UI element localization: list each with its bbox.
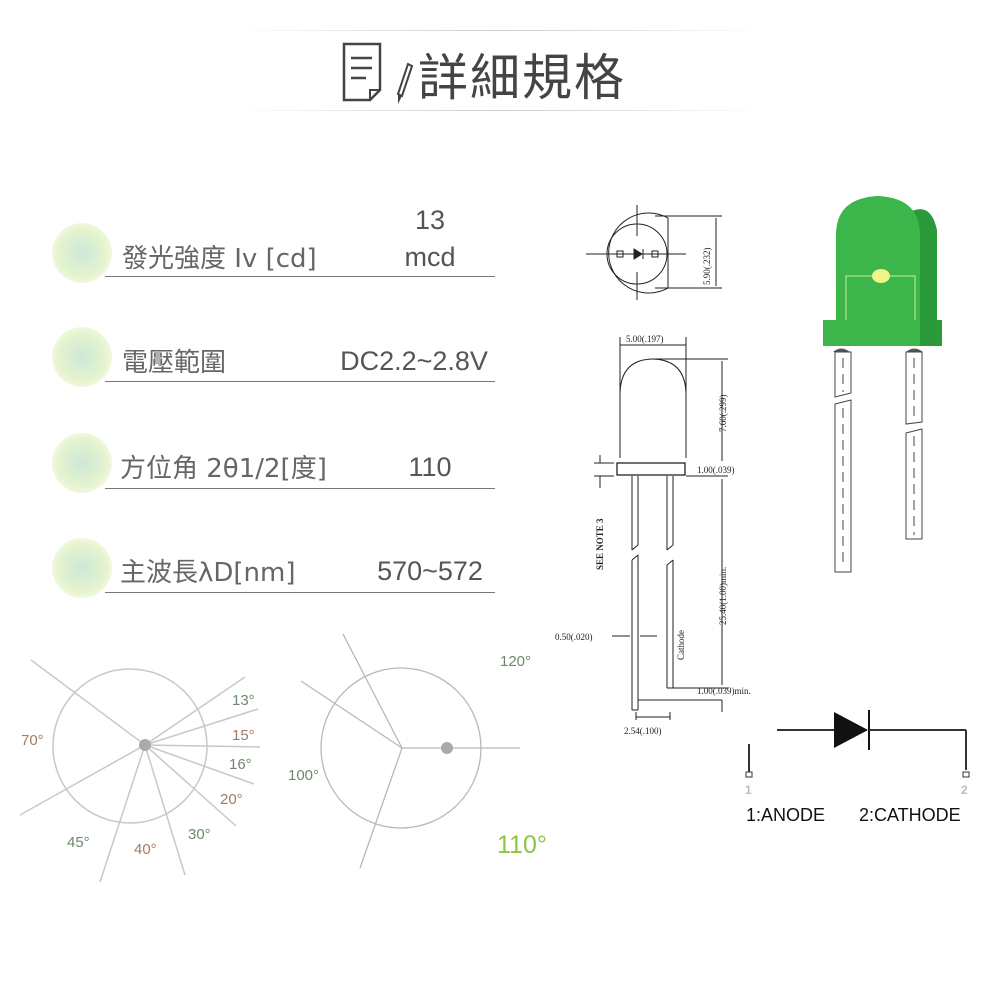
led-side-view	[594, 337, 728, 720]
angle-label: 70°	[21, 732, 44, 749]
row-divider	[105, 488, 495, 489]
row-divider	[105, 592, 495, 593]
spec-value-intensity: 13	[414, 205, 446, 235]
spec-label-voltage: 電壓範圍	[122, 348, 227, 378]
pin1-number: 1	[745, 783, 752, 797]
cathode-label: Cathode	[676, 630, 686, 660]
dim-lead-length: 25.40(1.00)min.	[718, 567, 728, 625]
angle-label: 30°	[188, 826, 211, 843]
bullet-dot	[52, 327, 112, 387]
spec-value-wavelength: 570~572	[377, 556, 483, 586]
dim-note: SEE NOTE 3	[595, 518, 605, 570]
spec-value-intensity-unit: mcd	[404, 242, 456, 272]
document-pencil-icon	[342, 42, 414, 104]
anode-label: 1:ANODE	[746, 805, 825, 825]
spec-label-wavelength: 主波長λD[nm]	[120, 558, 296, 588]
pin2-number: 2	[961, 783, 968, 797]
center-dot	[441, 742, 453, 754]
bullet-dot	[52, 538, 112, 598]
angle-label: 100°	[288, 767, 319, 784]
center-dot	[139, 739, 151, 751]
title-bottom-rule	[230, 110, 770, 111]
dim-width: 5.00(.197)	[626, 334, 664, 344]
dim-top-height: 5.90(.232)	[702, 248, 712, 286]
spec-label-angle: 方位角 2θ1/2[度]	[120, 454, 327, 484]
angle-label: 13°	[232, 692, 255, 709]
angle-label: 15°	[232, 727, 255, 744]
dim-pitch: 2.54(.100)	[624, 726, 662, 736]
title-top-rule	[230, 30, 770, 31]
spec-label-intensity: 發光強度 Iv [cd]	[122, 244, 317, 274]
diode-symbol	[745, 710, 970, 778]
viewing-angle-chart-left	[19, 659, 261, 883]
dim-dome-height: 7.60(.299)	[718, 395, 728, 433]
angle-label: 40°	[134, 841, 157, 858]
bullet-dot	[52, 433, 112, 493]
angle-label: 45°	[67, 834, 90, 851]
angle-label: 120°	[500, 653, 531, 670]
angle-label: 16°	[229, 756, 252, 773]
row-divider	[105, 276, 495, 277]
cathode-pin-label: 2:CATHODE	[859, 805, 961, 825]
dim-lead-offset: 1.00(.039)min.	[697, 686, 751, 696]
dim-lead-width: 0.50(.020)	[555, 632, 593, 642]
row-divider	[105, 381, 495, 382]
viewing-angle-chart-right	[300, 633, 520, 869]
page-title: 詳細規格	[418, 49, 626, 107]
bullet-dot	[52, 223, 112, 283]
angle-highlight-label: 110°	[497, 831, 547, 859]
angle-label: 20°	[220, 791, 243, 808]
dim-flange: 1.00(.039)	[697, 465, 735, 475]
led-illustration	[823, 196, 942, 573]
spec-value-angle: 110	[408, 452, 452, 482]
spec-value-voltage: DC2.2~2.8V	[340, 346, 488, 376]
led-top-view	[586, 205, 722, 300]
